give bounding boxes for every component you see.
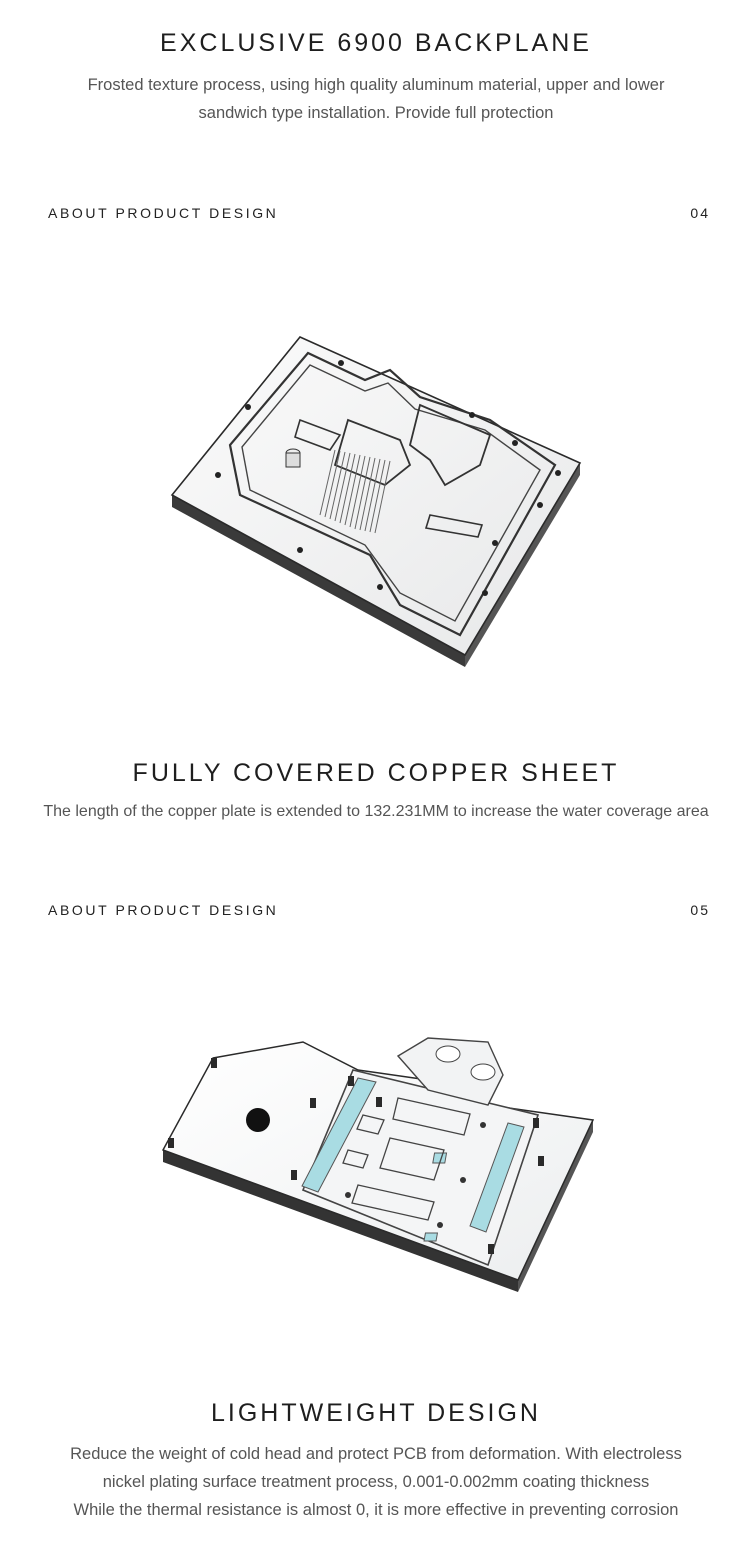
lightweight-description: Reduce the weight of cold head and prote…	[0, 1440, 752, 1524]
lightweight-title: LIGHTWEIGHT DESIGN	[211, 1399, 541, 1427]
copper-description-line-1: The length of the copper plate is extend…	[43, 803, 709, 820]
copper-title: FULLY COVERED COPPER SHEET	[132, 759, 620, 787]
water-block-image	[161, 1037, 595, 1292]
lightweight-description-line-2: nickel plating surface treatment process…	[102, 1473, 650, 1491]
section-label-04: ABOUT PRODUCT DESIGN	[48, 205, 279, 221]
backplane-description-line-2: sandwich type installation. Provide full…	[198, 104, 554, 122]
copper-plate-image	[170, 336, 582, 667]
backplane-description-line-1: Frosted texture process, using high qual…	[87, 76, 665, 94]
lightweight-description-line-3: While the thermal resistance is almost 0…	[73, 1501, 679, 1519]
section-number-05: 05	[690, 902, 710, 918]
section-label-05: ABOUT PRODUCT DESIGN	[48, 902, 279, 918]
copper-description: The length of the copper plate is extend…	[0, 798, 752, 826]
backplane-description: Frosted texture process, using high qual…	[0, 71, 752, 127]
section-number-04: 04	[690, 205, 710, 221]
backplane-title: EXCLUSIVE 6900 BACKPLANE	[160, 29, 592, 57]
lightweight-description-line-1: Reduce the weight of cold head and prote…	[70, 1445, 682, 1463]
